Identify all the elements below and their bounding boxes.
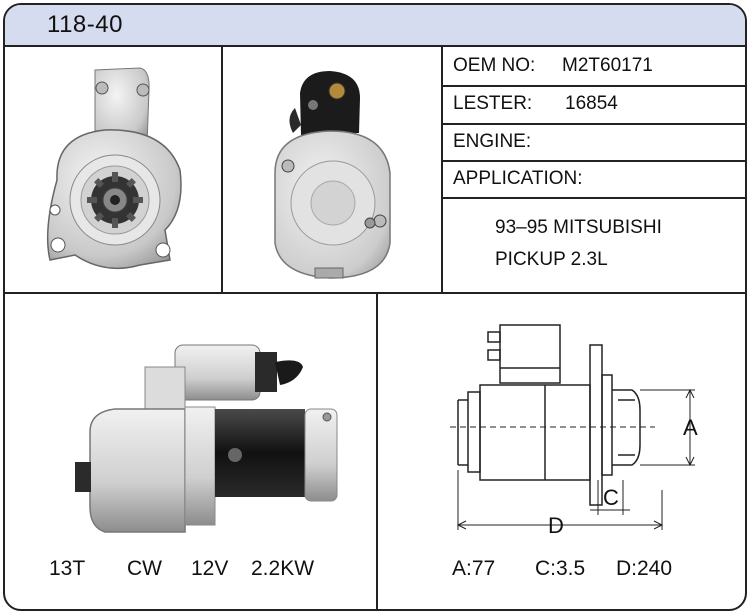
divider-spec-2 — [441, 123, 745, 125]
part-number-title: 118-40 — [47, 11, 123, 38]
product-card: 118-40 OEM NO: M2T60171 LESTER: 16854 EN… — [3, 3, 747, 611]
lester-label: LESTER: — [453, 93, 533, 114]
starter-side-photo — [75, 344, 338, 533]
starter-rear-photo — [274, 71, 391, 279]
header-bar: 118-40 — [5, 5, 745, 47]
divider-middle — [5, 292, 745, 294]
dimension-c: C:3.5 — [535, 557, 586, 580]
feature-teeth: 13T — [49, 557, 86, 580]
feature-voltage: 12V — [191, 557, 229, 580]
feature-power: 2.2KW — [251, 557, 315, 580]
lester-value: 16854 — [565, 93, 618, 114]
dim-label-d: D — [548, 513, 564, 538]
oem-value: M2T60171 — [562, 55, 653, 76]
dim-label-c: C — [603, 485, 619, 510]
dimension-drawing: A C D — [450, 324, 698, 538]
dimension-d: D:240 — [616, 557, 673, 580]
dim-label-a: A — [683, 415, 698, 440]
divider-bottom — [376, 292, 378, 609]
engine-label: ENGINE: — [453, 131, 532, 152]
divider-top-right — [441, 45, 443, 292]
divider-top-left — [221, 45, 223, 292]
application-label: APPLICATION: — [453, 168, 583, 189]
oem-label: OEM NO: — [453, 55, 536, 76]
dimension-a: A:77 — [452, 557, 496, 580]
feature-rotation: CW — [127, 557, 162, 580]
divider-spec-3 — [441, 160, 745, 162]
application-line-2: PICKUP 2.3L — [495, 249, 608, 270]
divider-spec-4 — [441, 197, 745, 199]
starter-front-photo — [46, 67, 182, 270]
divider-spec-1 — [441, 85, 745, 87]
application-line-1: 93–95 MITSUBISHI — [495, 217, 662, 238]
